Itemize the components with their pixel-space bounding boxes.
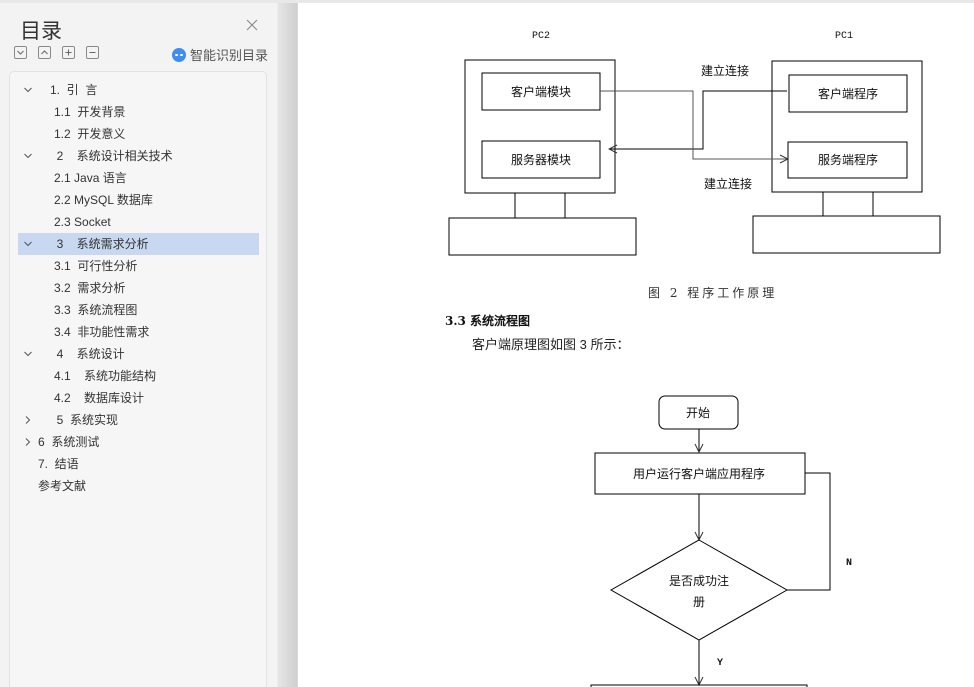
toc-item-label: 4.1 系统功能结构 [54,369,157,383]
toc-item-label: 4.2 数据库设计 [54,391,145,405]
toc-item[interactable]: 1.1 开发背景 [18,101,259,123]
toc-item[interactable]: 2.2 MySQL 数据库 [18,189,259,211]
toc-item[interactable]: 4.2 数据库设计 [18,387,259,409]
ai-face-icon [172,47,186,62]
pc1-client-program-text: 客户端程序 [818,86,878,101]
pc2-server-module-box [481,140,601,179]
toc-item[interactable]: 4.1 系统功能结构 [18,365,259,387]
toc-item-label: 2.2 MySQL 数据库 [54,193,153,207]
connection-pc2-client-to-pc1-server [600,90,788,159]
toc-item-label: 1.2 开发意义 [54,127,126,141]
pc2-base [448,217,637,256]
toc-item-label: 2.1 Java 语言 [54,171,127,185]
collapse-all-button[interactable] [86,46,99,59]
toc-item-label: 7. 结语 [38,457,79,471]
toc-toolbar [14,46,99,60]
toc-item-label: 4 系统设计 [50,347,125,361]
flow-run-app-text: 用户运行客户端应用程序 [633,466,765,481]
figure-2-caption: 图 2 程序工作原理 [648,286,778,300]
smart-toc-label: 智能识别目录 [190,48,269,63]
flow-next-node [590,684,808,687]
toc-item[interactable]: 2.3 Socket [18,211,259,233]
toc-item[interactable]: 3.1 可行性分析 [18,255,259,277]
pc1-base [752,215,941,254]
toc-item-label: 参考文献 [38,479,87,493]
toc-item[interactable]: 7. 结语 [18,453,259,475]
toc-item-label: 2.3 Socket [54,215,111,229]
connect-label-top: 建立连接 [701,63,749,78]
toc-item-label: 3.2 需求分析 [54,281,126,295]
flow-no-label: N [846,558,852,569]
flow-no-loop-line [787,472,831,591]
pc1-monitor [771,60,923,193]
minus-icon [89,52,96,53]
toc-item-label: 3.4 非功能性需求 [54,325,150,339]
close-icon[interactable] [244,19,260,35]
flow-start-text: 开始 [686,406,710,420]
pc1-server-program-text: 服务端程序 [818,152,878,167]
toc-item[interactable]: 1. 引 言 [18,79,259,101]
chevron-right-icon[interactable] [22,431,34,453]
sidebar-title: 目录 [20,20,62,43]
toc-item[interactable]: 6 系统测试 [18,431,259,453]
flow-yes-label: Y [717,658,723,669]
pc2-client-module-text: 客户端模块 [511,84,571,99]
toc-item[interactable]: 2 系统设计相关技术 [18,145,259,167]
toc-item[interactable]: 4 系统设计 [18,343,259,365]
plus-icon [65,49,72,56]
pc2-server-module-text: 服务器模块 [511,152,571,167]
toc-item[interactable]: 5 系统实现 [18,409,259,431]
toc-item[interactable]: 3.4 非功能性需求 [18,321,259,343]
expand-down-button[interactable] [14,46,27,59]
toc-sidebar: 目录 智能识别目录 1. 引 言 1.1 开发背景 1.2 开发意义 2 系统设计相… [0,3,276,687]
pc2-monitor [464,59,616,194]
pc1-client-program-box [788,74,908,113]
toc-item[interactable]: 参考文献 [18,475,259,497]
chevron-up-icon [41,50,48,55]
toc-item-label: 2 系统设计相关技术 [50,149,173,163]
figure-3-labels: 开始 用户运行客户端应用程序 是否成功注 册 N Y [633,406,852,669]
chevron-down-icon[interactable] [22,145,34,167]
toc-item-label: 3 系统需求分析 [50,237,149,251]
window-top-strip [0,0,974,3]
toc-item-label: 1.1 开发背景 [54,105,126,119]
toc-item[interactable]: 3.3 系统流程图 [18,299,259,321]
toc-list: 1. 引 言 1.1 开发背景 1.2 开发意义 2 系统设计相关技术 2.1 Jav… [9,71,267,687]
sidebar-splitter[interactable] [276,3,298,687]
chevron-down-icon[interactable] [22,79,34,101]
chevron-down-icon [17,50,24,55]
figure-2-diagram [448,59,941,256]
toc-item-label: 3.3 系统流程图 [54,303,138,317]
pc2-label: PC2 [532,31,550,42]
collapse-up-button[interactable] [38,46,51,59]
connect-label-bottom: 建立连接 [704,176,752,191]
toc-item-label: 5 系统实现 [50,413,119,427]
smart-toc-button[interactable]: 智能识别目录 [172,45,268,64]
toc-item-label: 6 系统测试 [38,435,100,449]
chevron-down-icon[interactable] [22,343,34,365]
figure-2-labels: PC2 PC1 客户端模块 服务器模块 客户端程序 服务端程序 建立连接 建立连… [511,31,878,191]
pc1-label: PC1 [835,31,853,42]
toc-item[interactable]: 1.2 开发意义 [18,123,259,145]
document-figures: PC2 PC1 客户端模块 服务器模块 客户端程序 服务端程序 建立连接 建立连… [448,31,941,687]
expand-all-button[interactable] [62,46,75,59]
flow-decision-text-line1: 是否成功注 [669,573,729,588]
chevron-down-icon[interactable] [22,233,34,255]
chevron-right-icon[interactable] [22,409,34,431]
section-heading: 3.3 系统流程图 [445,314,531,328]
flow-decision-node [609,539,789,641]
body-paragraph: 客户端原理图如图 3 所示： [472,337,630,352]
document-page: PC2 PC1 客户端模块 服务器模块 客户端程序 服务端程序 建立连接 建立连… [298,3,974,687]
toc-item-label: 3.1 可行性分析 [54,259,138,273]
figure-3-flowchart [590,395,831,687]
toc-item[interactable]: 2.1 Java 语言 [18,167,259,189]
toc-item[interactable]: 3.2 需求分析 [18,277,259,299]
connection-pc1-client-to-pc2-server [609,90,787,149]
toc-item[interactable]: 3 系统需求分析 [18,233,259,255]
toc-item-label: 1. 引 言 [50,83,98,97]
flow-decision-text-line2: 册 [693,595,705,609]
